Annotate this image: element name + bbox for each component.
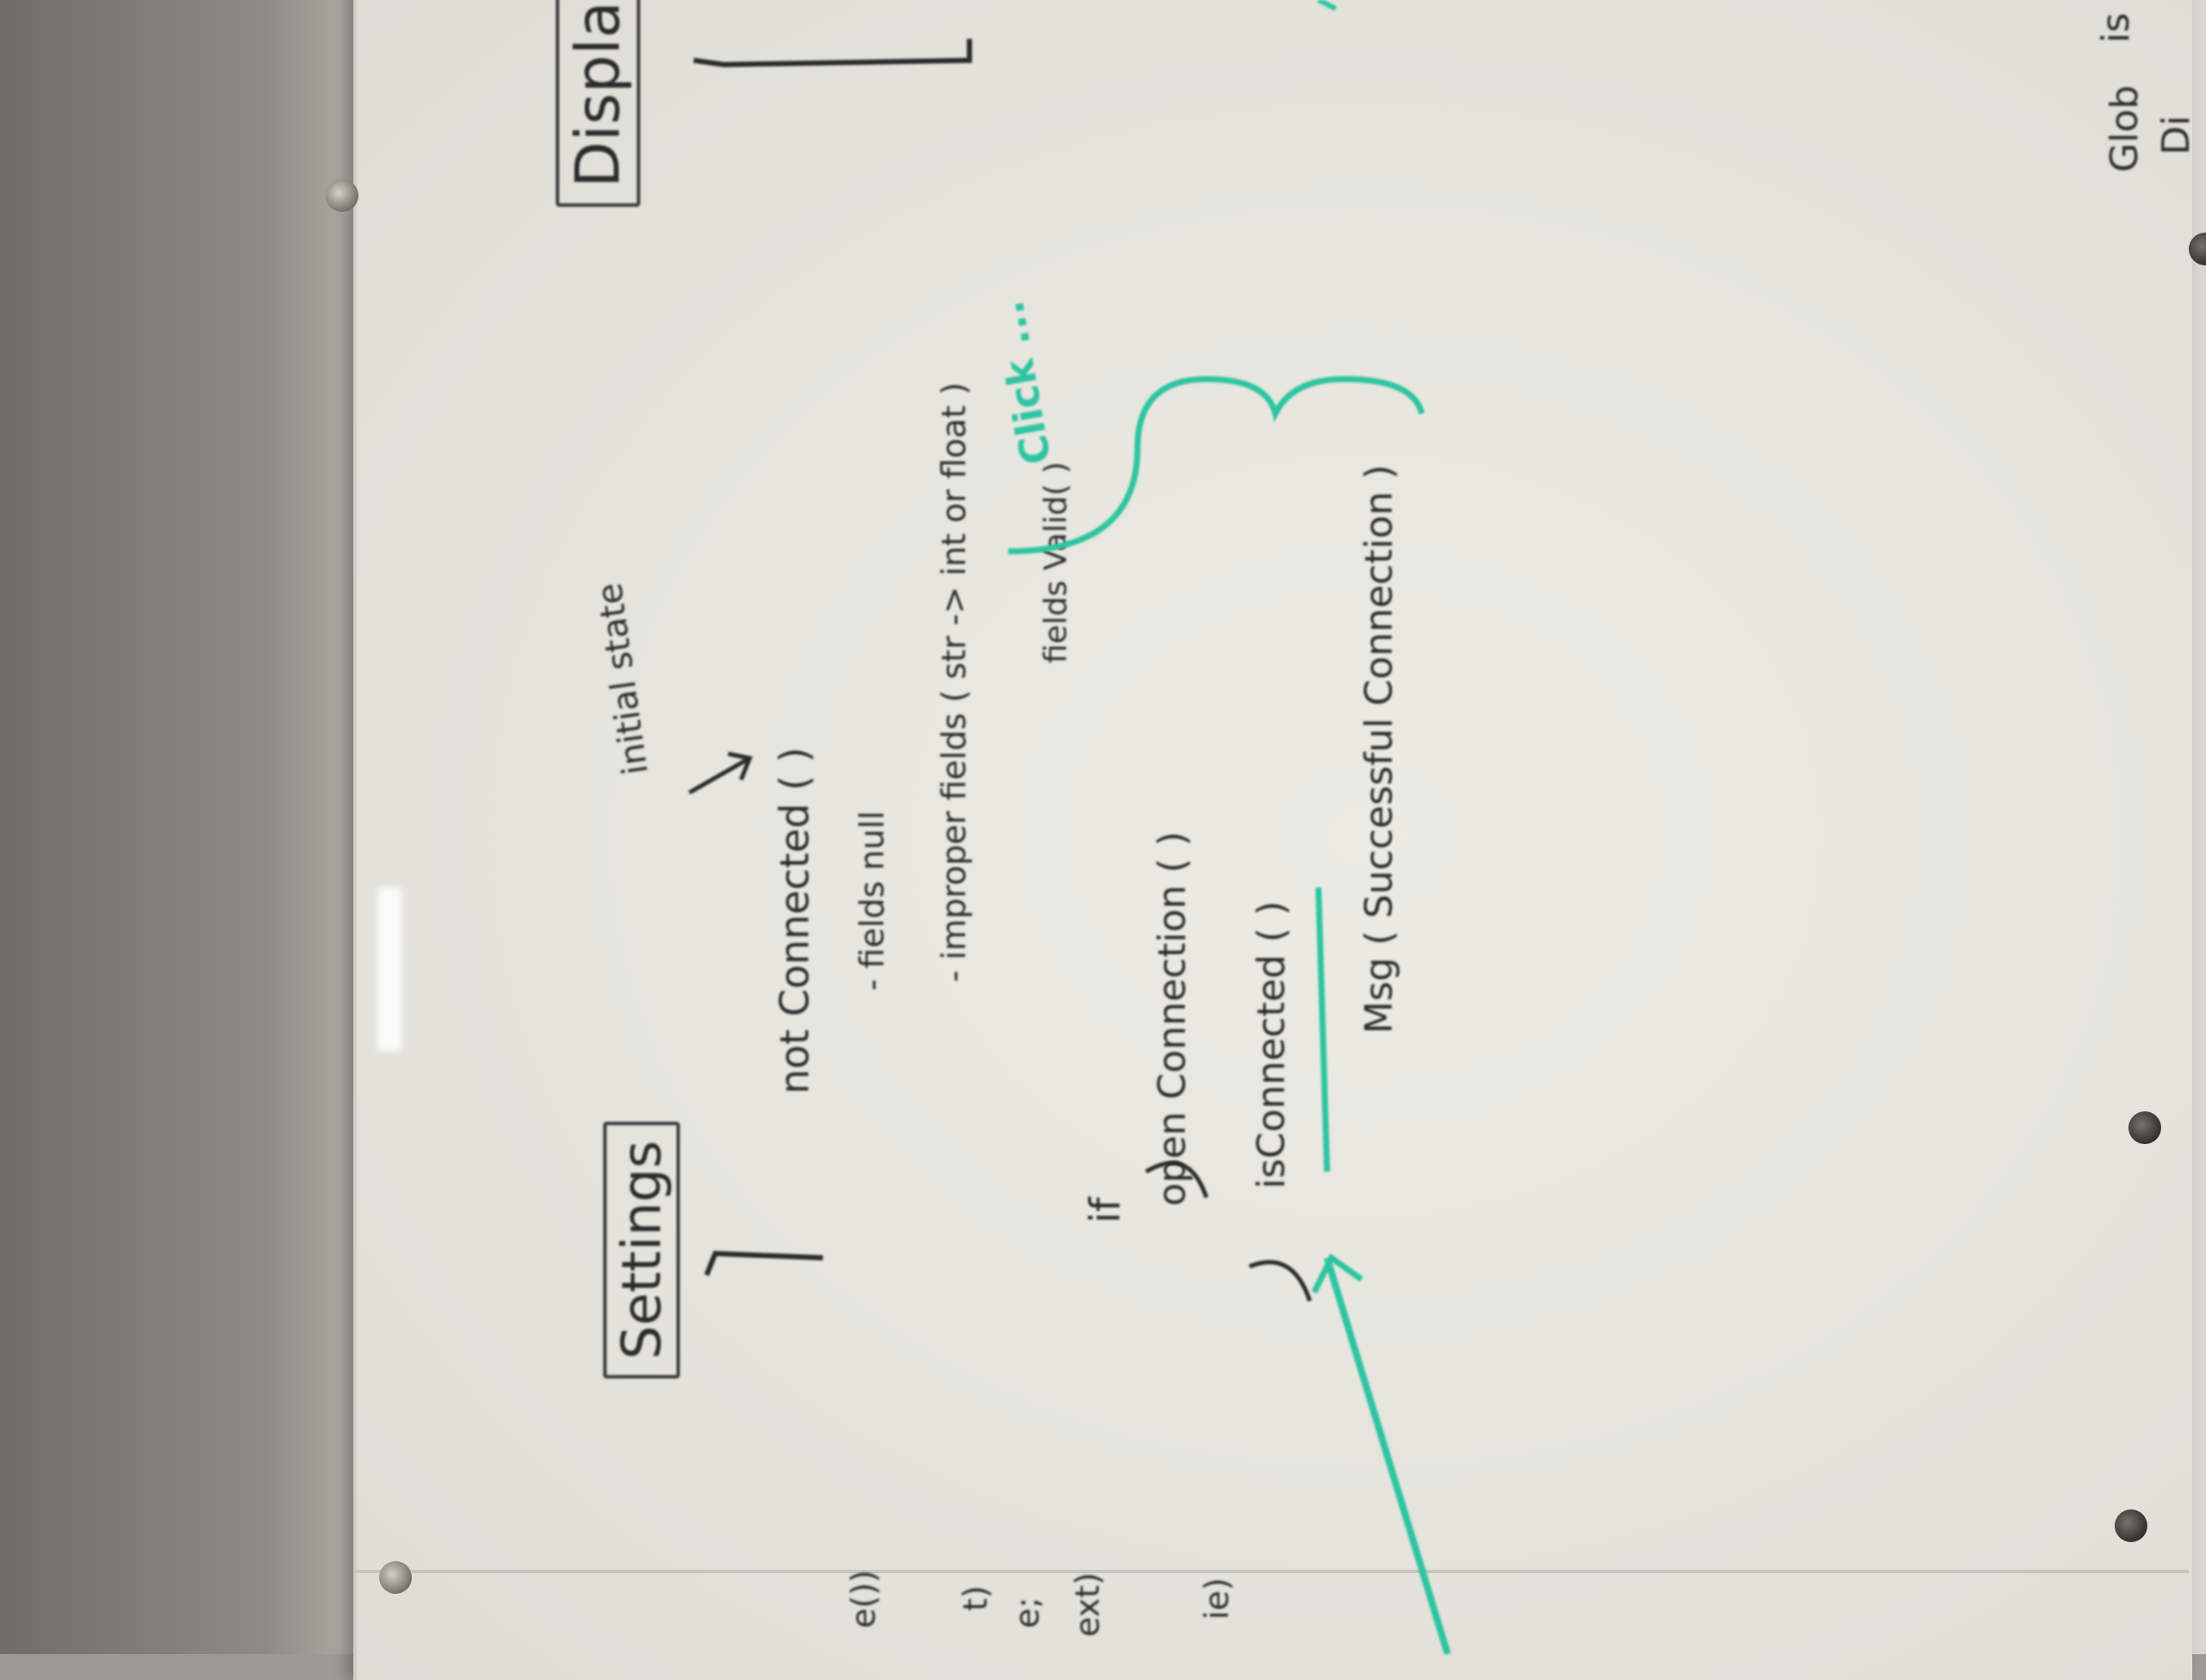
initial-state-arrow — [688, 751, 753, 795]
if-hook-arrow — [1144, 1160, 1209, 1198]
open-hook-arrow — [1249, 1260, 1312, 1302]
whiteboard — [353, 0, 2192, 1680]
mounting-bolt-bottom — [379, 1561, 412, 1594]
green-edge-mark — [1317, 0, 1337, 11]
mounting-bolt-top — [326, 179, 358, 212]
mounting-bolt-right — [2128, 1111, 2161, 1144]
whiteboard-seam — [353, 1570, 2189, 1573]
green-arrow-head — [1311, 1253, 1364, 1294]
light-glare — [377, 887, 402, 1051]
settings-bracket — [704, 1250, 824, 1277]
display-bracket — [693, 39, 972, 68]
green-underline — [1315, 887, 1330, 1173]
mounting-bolt-right-lower — [2115, 1509, 2147, 1542]
green-arrow-line — [1324, 1256, 1451, 1654]
mounting-bolt-right-upper — [2189, 233, 2206, 265]
green-brace — [1007, 376, 1425, 555]
